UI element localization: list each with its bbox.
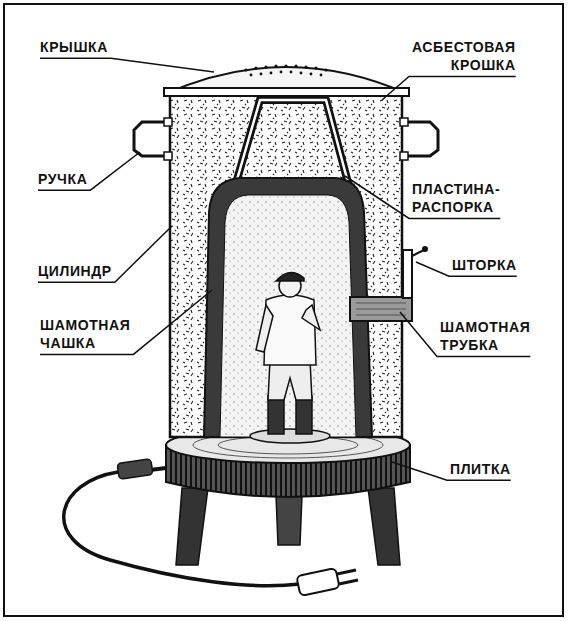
part-label: ПЛИТКА [450, 460, 511, 478]
handles [134, 118, 438, 160]
part-label: ШАМОТНАЯ ЧАШКА [40, 316, 130, 352]
part-label: КРЫШКА [40, 38, 108, 56]
leader-line [400, 312, 530, 356]
frame [4, 4, 563, 616]
leader-line [382, 76, 516, 100]
part-label: АСБЕСТОВАЯ КРОШКА [412, 38, 516, 74]
cylinder [170, 92, 402, 437]
spacer-plate [234, 100, 350, 190]
part-label: ЦИЛИНДР [38, 262, 112, 280]
part-label: РУЧКА [38, 170, 87, 188]
leader-line [38, 152, 140, 190]
shutter [403, 246, 428, 298]
figurine [250, 272, 330, 443]
chamotte-tube [350, 297, 412, 321]
lid [164, 64, 409, 96]
chamotte-cup [204, 178, 372, 437]
part-label: ПЛАСТИНА- РАСПОРКА [412, 180, 500, 216]
part-label: ШТОРКА [452, 256, 517, 274]
leader-line [345, 176, 500, 218]
hotplate [166, 427, 410, 565]
power-cord [64, 459, 358, 596]
leader-line [40, 58, 214, 72]
part-label: ШАМОТНАЯ ТРУБКА [440, 318, 530, 354]
leader-line [40, 290, 212, 354]
leader-line [38, 226, 172, 282]
